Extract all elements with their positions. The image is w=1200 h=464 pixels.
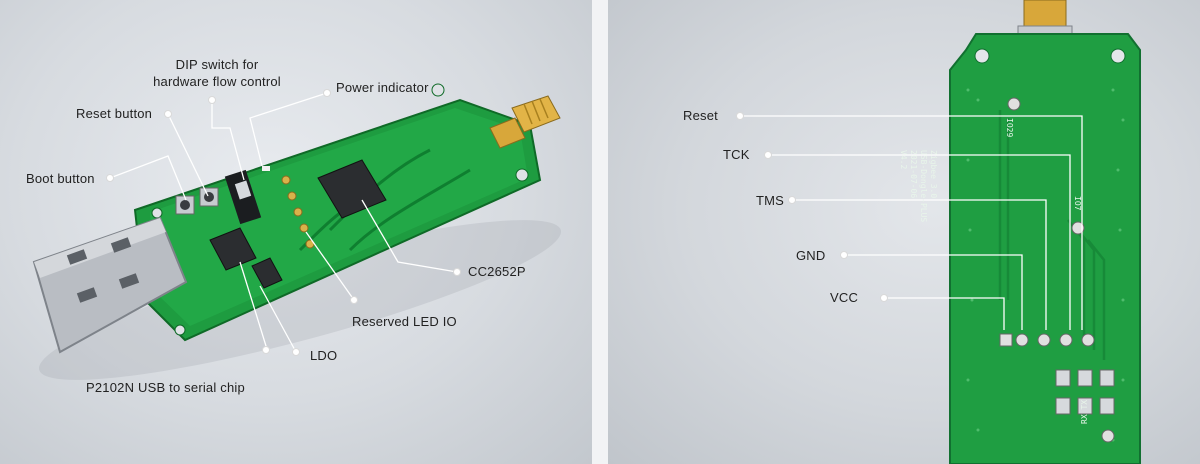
board-shadow — [38, 220, 562, 380]
dip-switch-label: DIP switch for hardware flow control — [153, 57, 281, 89]
dongle-illustration — [32, 83, 562, 380]
ldo-label: LDO — [310, 348, 338, 363]
rx-tx-silkscreen: RX TX — [1080, 399, 1089, 424]
mount-hole — [151, 207, 163, 219]
vcc-pin-label: VCC — [830, 290, 859, 305]
usb-slot — [66, 249, 88, 265]
io29-pad — [1007, 97, 1021, 111]
rxtx-via — [1101, 429, 1115, 443]
mount-hole — [515, 168, 529, 182]
right-leader-lines — [740, 115, 1083, 330]
reserved-led-header — [281, 175, 315, 249]
tck-pin-label: TCK — [723, 147, 750, 162]
usb-slot — [118, 273, 140, 289]
pcb-surface — [150, 108, 528, 326]
io29-silkscreen: IO29 — [1005, 118, 1014, 138]
boot-button-cap — [180, 200, 190, 210]
right-product-panel: Reset TCK TMS GND VCC Zigbee 3.0 USB-Don… — [608, 0, 1200, 464]
gnd-pin-label: GND — [796, 248, 826, 263]
dip-switch-knob — [234, 180, 252, 200]
reset-button-label: Reset button — [76, 106, 153, 121]
tms-pad — [1037, 333, 1051, 347]
io7-silkscreen: IO7 — [1073, 196, 1082, 211]
vcc-pad — [999, 333, 1013, 347]
power-led — [262, 166, 270, 171]
left-product-panel: DIP switch for hardware flow control Pow… — [0, 0, 592, 464]
usb-slot — [110, 237, 132, 253]
usb-connector-top — [34, 218, 166, 278]
mount-hole — [174, 324, 186, 336]
cc2652p-chip — [317, 159, 387, 219]
sma-thread — [523, 98, 549, 125]
mount-hole — [974, 48, 990, 64]
right-leader-dots — [736, 112, 888, 302]
left-leader-lines — [109, 92, 458, 353]
rx-tx-pads — [1055, 369, 1115, 415]
reset-button-cap — [204, 192, 214, 202]
power-indicator-label: Power indicator — [336, 80, 429, 95]
reset-pin-label: Reset — [683, 108, 718, 123]
pcb-back — [949, 33, 1141, 464]
mount-hole — [1110, 48, 1126, 64]
back-traces — [998, 110, 1106, 360]
usb-serial-chip-label: P2102N USB to serial chip — [86, 380, 245, 395]
io7-pad — [1071, 221, 1085, 235]
board-silkscreen: Zigbee 3.0 USB-Dongle-PLUS 2021-07-06 V4… — [899, 150, 938, 223]
reset-pad — [1081, 333, 1095, 347]
sma-base — [489, 117, 526, 149]
tck-pad — [1059, 333, 1073, 347]
cc2652p-label: CC2652P — [468, 264, 526, 279]
usb-serial-chip — [209, 227, 257, 271]
reserved-led-io-label: Reserved LED IO — [352, 314, 457, 329]
gnd-pad — [1015, 333, 1029, 347]
usb-slot — [76, 287, 98, 303]
antenna-connector — [1023, 0, 1067, 27]
ldo-chip — [251, 257, 283, 289]
tms-pin-label: TMS — [756, 193, 785, 208]
left-leader-dots — [106, 89, 461, 356]
pcb-back-illustration — [736, 0, 1141, 464]
boot-button-label: Boot button — [26, 171, 95, 186]
mount-hole — [431, 83, 445, 97]
